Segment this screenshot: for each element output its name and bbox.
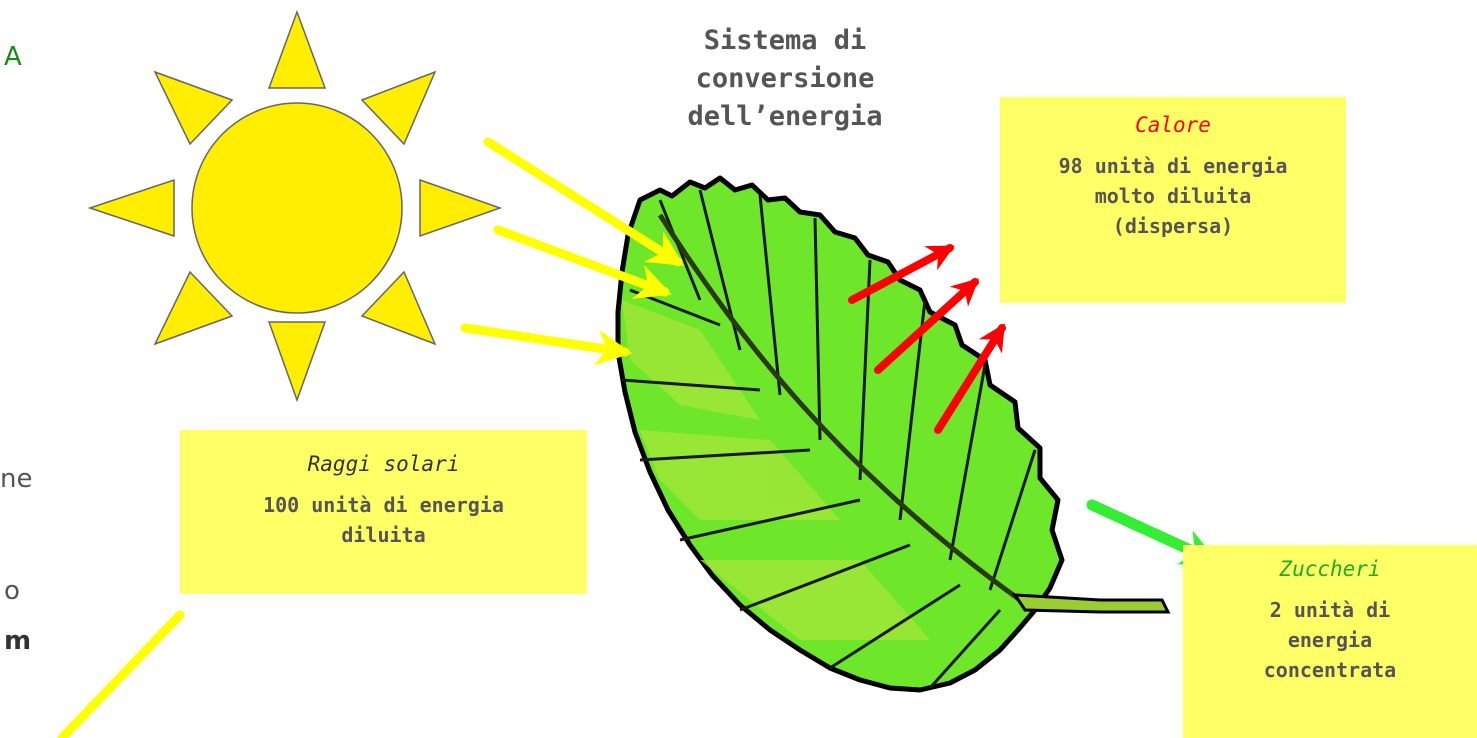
leaf-vein-5 bbox=[858, 259, 872, 481]
heat-output-label: Calore bbox=[1135, 113, 1211, 137]
leaf-vein-11 bbox=[639, 448, 811, 462]
leaf-vein-15 bbox=[928, 608, 1002, 690]
diagram-title: Sistema di conversione dell’energia bbox=[640, 22, 930, 136]
sunray-arrow-2 bbox=[493, 225, 672, 299]
edge-fragment-m: m bbox=[4, 626, 32, 656]
leaf-vein-8 bbox=[988, 449, 1037, 591]
leaf-band-3 bbox=[700, 560, 930, 640]
sunray-arrow-3 bbox=[460, 323, 633, 366]
sugar-output-value: energia bbox=[1287, 628, 1373, 652]
sun-ray-right bbox=[419, 178, 503, 238]
sun-disc bbox=[191, 102, 403, 314]
solar-input-value: diluita bbox=[341, 523, 426, 547]
sun-ray-left bbox=[87, 178, 175, 238]
sun-ray-bottom-left bbox=[153, 270, 234, 346]
leaf-band-1 bbox=[622, 300, 760, 420]
sunray-arrow-1 bbox=[483, 137, 685, 267]
sun-icon bbox=[87, 9, 503, 403]
sugar-output-label: Zuccheri bbox=[1279, 557, 1381, 581]
leaf-vein-7 bbox=[948, 364, 987, 561]
sugar-output-value: concentrata bbox=[1263, 658, 1397, 682]
leaf-band-2 bbox=[640, 430, 840, 520]
leaf-icon bbox=[615, 175, 1171, 693]
title-line: conversione bbox=[695, 63, 875, 94]
heat-output-value: 98 unità di energia bbox=[1058, 154, 1288, 178]
leaf-midrib bbox=[657, 213, 1022, 603]
leaf-vein-13 bbox=[739, 543, 911, 612]
heat-arrow-3 bbox=[934, 323, 1006, 434]
sugar-output-value: 2 unità di bbox=[1269, 598, 1391, 622]
leaf-vein-6 bbox=[898, 299, 927, 521]
heat-output-value: (dispersa) bbox=[1112, 214, 1234, 238]
sun-ray-top-right bbox=[360, 70, 437, 146]
heat-output-value: molto diluita bbox=[1094, 184, 1252, 208]
edge-fragment-ne: ne bbox=[0, 464, 33, 494]
heat-output-box: Calore 98 unità di energia molto diluita… bbox=[1000, 97, 1346, 303]
heat-arrow-1 bbox=[848, 244, 955, 304]
sunray-incoming-line bbox=[57, 610, 185, 738]
title-line: dell’energia bbox=[687, 101, 883, 132]
leaf-vein-12 bbox=[679, 498, 861, 542]
leaf-vein-4 bbox=[813, 217, 822, 441]
leaf-vein-14 bbox=[829, 583, 961, 670]
leaf-vein-10 bbox=[621, 378, 761, 392]
edge-fragment-a: A bbox=[4, 42, 22, 72]
solar-input-box: Raggi solari 100 unità di energia diluit… bbox=[180, 430, 587, 594]
heat-arrow-2 bbox=[874, 278, 980, 374]
solar-input-label: Raggi solari bbox=[307, 452, 460, 476]
sun-ray-top-left bbox=[153, 70, 234, 146]
edge-fragment-o: o bbox=[4, 576, 20, 606]
sun-ray-bottom-right bbox=[360, 270, 437, 346]
leaf-stem bbox=[1012, 593, 1171, 614]
title-line: Sistema di bbox=[703, 25, 867, 56]
sun-ray-top bbox=[267, 9, 327, 89]
sugar-output-box: Zuccheri 2 unità di energia concentrata bbox=[1183, 545, 1477, 738]
solar-input-value: 100 unità di energia bbox=[263, 493, 504, 517]
sun-ray-bottom bbox=[267, 321, 327, 403]
leaf-vein-3 bbox=[758, 194, 782, 396]
